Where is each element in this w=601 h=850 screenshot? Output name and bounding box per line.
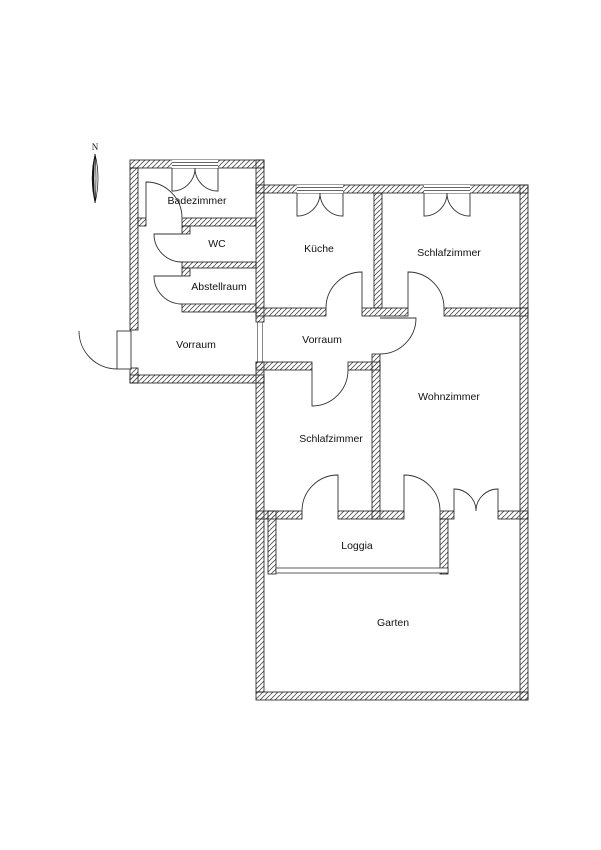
door-arc-vorraum-schlafzimmer — [311, 369, 349, 407]
room-label-abstellraum: Abstellraum — [191, 281, 247, 293]
wall-segment — [181, 303, 257, 313]
wall-segment — [439, 510, 455, 520]
wall-segment — [497, 510, 529, 520]
room-labels: Badezimmer WC Abstellraum Vorraum Küche … — [168, 195, 482, 629]
loggia-railing — [275, 567, 449, 574]
wall-segment — [129, 374, 265, 384]
room-label-loggia: Loggia — [341, 540, 373, 552]
window-opening — [172, 160, 218, 168]
door-arc-vorraum-wohnzimmer — [379, 317, 417, 355]
wall-segment — [255, 361, 265, 693]
room-label-wc: WC — [208, 238, 226, 250]
wall-segment — [337, 510, 405, 520]
compass-needle-light-icon — [94, 153, 99, 204]
door-arc-wohnzimmer-garten-right — [475, 488, 499, 512]
wall-segment — [181, 261, 257, 269]
door-arc-badezimmer-window-left — [171, 167, 196, 192]
door-arc-entry — [78, 330, 118, 370]
wall-segment — [255, 510, 303, 520]
wall-segment — [255, 691, 529, 701]
door-arc-schlafzimmer-window-right — [446, 192, 471, 217]
wall-segment — [361, 307, 409, 317]
wall-segment — [255, 159, 265, 323]
doors — [78, 167, 499, 512]
door-arc-schlafzimmer-loggia — [301, 474, 339, 512]
room-label-wohnzimmer: Wohnzimmer — [418, 391, 480, 403]
door-arc-wohnzimmer-loggia — [403, 474, 441, 512]
wall-segment — [181, 225, 191, 235]
wall-segment — [255, 361, 313, 371]
window-kueche — [297, 185, 343, 193]
room-label-badezimmer: Badezimmer — [168, 195, 227, 207]
wall-segment — [519, 184, 529, 701]
door-arc-kueche — [325, 271, 363, 309]
door-arc-abstellraum — [153, 275, 183, 305]
room-label-garten: Garten — [377, 617, 409, 629]
wall-segment — [255, 307, 327, 317]
entry-door-leaf — [116, 330, 132, 370]
room-label-schlafzimmer-lower: Schlafzimmer — [299, 433, 363, 445]
wall-segment — [181, 267, 191, 277]
door-arc-wohnzimmer-garten-left — [453, 488, 477, 512]
wall-segment — [181, 217, 257, 227]
window-schlafzimmer-top — [424, 185, 470, 193]
window-opening — [424, 185, 470, 193]
north-label: N — [92, 142, 99, 152]
wall-segment — [267, 510, 277, 575]
window-opening — [297, 185, 343, 193]
compass-needle-dark-icon — [91, 153, 96, 204]
room-label-vorraum-left: Vorraum — [176, 339, 216, 351]
windows — [172, 160, 470, 193]
window-badezimmer — [172, 160, 218, 168]
openings — [257, 322, 449, 574]
room-label-kueche: Küche — [304, 243, 334, 255]
wall-segment — [371, 353, 381, 520]
door-arc-badezimmer-window-right — [194, 167, 219, 192]
door-arc-kueche-window-left — [296, 192, 321, 217]
walls — [129, 159, 529, 701]
door-arc-wc — [153, 233, 183, 263]
room-label-vorraum-center: Vorraum — [302, 334, 342, 346]
room-label-schlafzimmer-top: Schlafzimmer — [417, 247, 481, 259]
north-arrow: N — [91, 142, 99, 204]
wall-segment — [373, 192, 383, 309]
wall-segment — [443, 307, 529, 317]
door-arc-kueche-window-right — [319, 192, 344, 217]
wall-segment — [439, 518, 449, 575]
door-arc-schlafzimmer-window-left — [423, 192, 448, 217]
wall-segment — [129, 167, 139, 331]
wall-segment — [255, 184, 529, 194]
door-arc-badezimmer — [145, 181, 183, 219]
wall-segment — [137, 217, 147, 227]
door-arc-schlafzimmer-wohnzimmer — [407, 271, 445, 309]
